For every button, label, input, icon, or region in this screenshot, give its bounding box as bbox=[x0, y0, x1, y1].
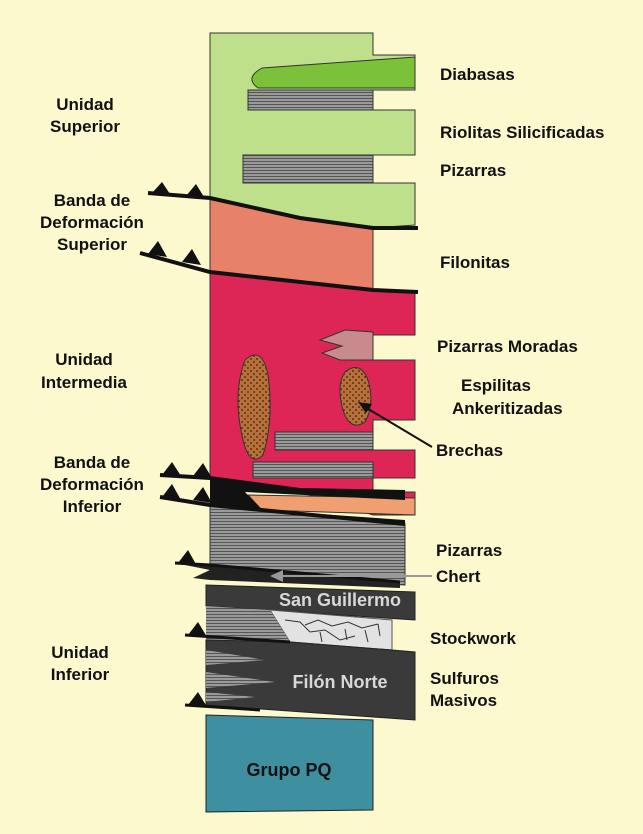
label-banda-inferior: Banda de Deformación Inferior bbox=[40, 453, 144, 516]
label-brechas: Brechas bbox=[436, 441, 503, 460]
label-sulfuros-1: Sulfuros bbox=[430, 669, 499, 688]
banda-superior-line-2: Deformación bbox=[40, 213, 144, 232]
label-riolitas: Riolitas Silicificadas bbox=[440, 123, 604, 142]
pizarras-layer-upper-1 bbox=[248, 90, 373, 110]
unidad-inferior-line-1: Unidad bbox=[51, 643, 109, 662]
label-stockwork: Stockwork bbox=[430, 629, 517, 648]
label-chert: Chert bbox=[436, 567, 481, 586]
unidad-superior-line-2: Superior bbox=[50, 117, 120, 136]
label-filonitas: Filonitas bbox=[440, 253, 510, 272]
label-pizarras-inferior: Pizarras bbox=[436, 541, 502, 560]
label-diabasas: Diabasas bbox=[440, 65, 515, 84]
label-grupo-pq: Grupo PQ bbox=[247, 760, 332, 780]
label-pizarras-superior: Pizarras bbox=[440, 161, 506, 180]
banda-inferior-line-1: Banda de bbox=[54, 453, 131, 472]
banda-inferior-line-3: Inferior bbox=[63, 497, 122, 516]
label-espilitas-2: Ankeritizadas bbox=[452, 399, 563, 418]
banda-inferior-line-2: Deformación bbox=[40, 475, 144, 494]
unidad-inferior-line-2: Inferior bbox=[51, 665, 110, 684]
unidad-superior-line-1: Unidad bbox=[56, 95, 114, 114]
unidad-intermedia-line-2: Intermedia bbox=[41, 373, 128, 392]
slate-layer-intermedia-2 bbox=[253, 462, 373, 478]
pizarras-layer-upper-2 bbox=[243, 155, 373, 183]
label-filon-norte: Filón Norte bbox=[293, 672, 388, 692]
label-sulfuros-2: Masivos bbox=[430, 691, 497, 710]
banda-superior-line-3: Superior bbox=[57, 235, 127, 254]
label-unidad-superior: Unidad Superior bbox=[50, 95, 120, 136]
label-pizarras-moradas: Pizarras Moradas bbox=[437, 337, 578, 356]
slate-layer-intermedia-1 bbox=[275, 432, 373, 450]
banda-superior-line-1: Banda de bbox=[54, 191, 131, 210]
label-unidad-intermedia: Unidad Intermedia bbox=[41, 350, 128, 392]
label-espilitas-1: Espilitas bbox=[461, 376, 531, 395]
label-unidad-inferior: Unidad Inferior bbox=[51, 643, 110, 684]
label-banda-superior: Banda de Deformación Superior bbox=[40, 191, 144, 254]
label-san-guillermo: San Guillermo bbox=[279, 590, 401, 610]
unidad-intermedia-line-1: Unidad bbox=[55, 350, 113, 369]
